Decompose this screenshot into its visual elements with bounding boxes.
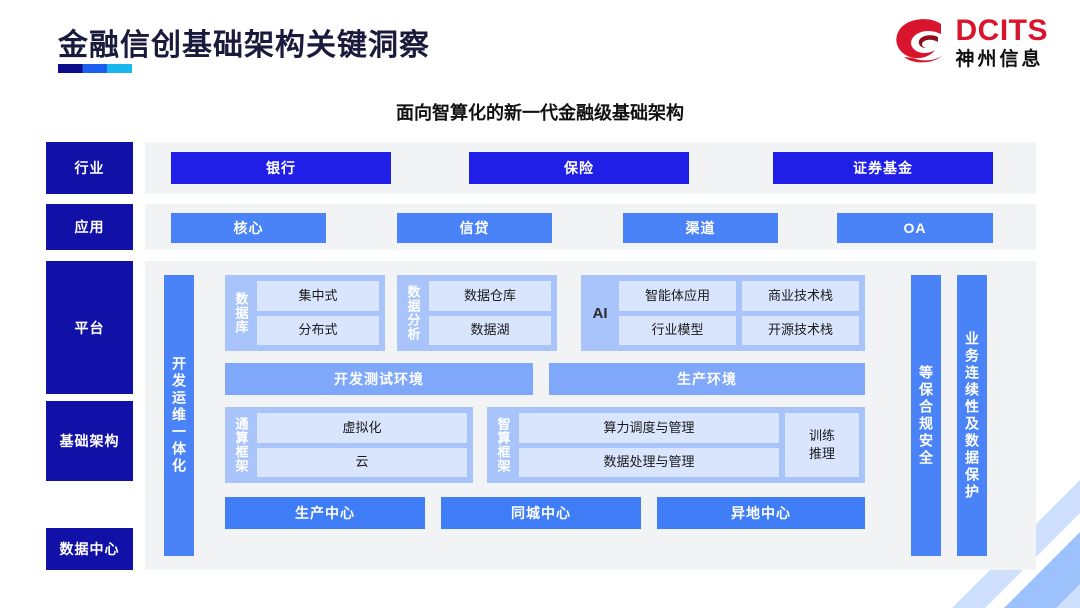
title-accent-bar — [58, 64, 132, 73]
industry-item-securities[interactable]: 证券基金 — [773, 152, 993, 184]
application-item-channel[interactable]: 渠道 — [623, 213, 778, 243]
architecture-diagram: 行业 应用 平台 基础架构 数据中心 银行 保险 证券基金 核心 信贷 渠道 O… — [46, 142, 1036, 570]
slide-header: 金融信创基础架构关键洞察 DCITS 神州信息 — [0, 0, 1080, 88]
ai-item-agent-application[interactable]: 智能体应用 — [619, 281, 736, 311]
diagram-subtitle: 面向智算化的新一代金融级基础架构 — [396, 103, 684, 123]
general-framework-label: 通算框架 — [233, 417, 249, 473]
application-item-oa[interactable]: OA — [837, 213, 993, 243]
analysis-item-warehouse[interactable]: 数据仓库 — [429, 281, 551, 311]
layer-label-datacenter: 数据中心 — [46, 528, 133, 570]
application-item-core[interactable]: 核心 — [171, 213, 326, 243]
sidebar-compliance-security[interactable]: 等保合规安全 — [911, 275, 941, 556]
general-item-cloud[interactable]: 云 — [257, 447, 467, 477]
industry-item-insurance[interactable]: 保险 — [469, 152, 689, 184]
intelligent-item-train-inference[interactable]: 训练推理 — [785, 413, 859, 477]
intelligent-framework-label: 智算框架 — [495, 417, 511, 473]
ai-item-commercial-stack[interactable]: 商业技术栈 — [742, 281, 859, 311]
logo-wordmark-cn: 神州信息 — [955, 49, 1044, 70]
sidebar-continuity-data-protection[interactable]: 业务连续性及数据保护 — [957, 275, 987, 556]
datacenter-item-remote[interactable]: 异地中心 — [657, 497, 865, 529]
general-item-virtualization[interactable]: 虚拟化 — [257, 413, 467, 443]
page-title: 金融信创基础架构关键洞察 — [58, 29, 430, 62]
environment-production[interactable]: 生产环境 — [549, 363, 865, 395]
datacenter-item-production[interactable]: 生产中心 — [225, 497, 425, 529]
application-item-credit[interactable]: 信贷 — [397, 213, 552, 243]
group-ai-label: AI — [592, 304, 608, 322]
analysis-item-lake[interactable]: 数据湖 — [429, 315, 551, 345]
layer-label-platform: 平台 — [46, 261, 133, 394]
group-database: 数据库 集中式 分布式 — [225, 275, 385, 351]
logo-wordmark-en: DCITS — [955, 14, 1048, 47]
sidebar-devops-integration[interactable]: 开发运维一体化 — [164, 275, 194, 556]
layer-label-application: 应用 — [46, 204, 133, 250]
ai-item-industry-model[interactable]: 行业模型 — [619, 315, 736, 345]
database-item-centralized[interactable]: 集中式 — [257, 281, 379, 311]
group-intelligent-compute-framework: 智算框架 算力调度与管理 数据处理与管理 训练推理 — [487, 407, 865, 483]
company-logo: DCITS 神州信息 — [894, 16, 1049, 69]
group-general-compute-framework: 通算框架 虚拟化 云 — [225, 407, 473, 483]
platform-content: 数据库 集中式 分布式 数据分析 数据仓库 数据湖 AI — [225, 275, 895, 556]
layer-label-infrastructure: 基础架构 — [46, 401, 133, 481]
application-row: 核心 信贷 渠道 OA — [145, 204, 1036, 250]
layer-label-industry: 行业 — [46, 142, 133, 194]
group-ai: AI 智能体应用 行业模型 商业技术栈 开源技术栈 — [581, 275, 865, 351]
ai-item-opensource-stack[interactable]: 开源技术栈 — [742, 315, 859, 345]
database-item-distributed[interactable]: 分布式 — [257, 315, 379, 345]
group-data-analysis-label: 数据分析 — [405, 285, 421, 341]
intelligent-item-data-processing[interactable]: 数据处理与管理 — [519, 447, 779, 477]
environment-dev-test[interactable]: 开发测试环境 — [225, 363, 533, 395]
datacenter-item-same-city[interactable]: 同城中心 — [441, 497, 641, 529]
layer-label-column: 行业 应用 平台 基础架构 数据中心 — [46, 142, 133, 570]
dcits-swirl-icon — [895, 18, 943, 62]
group-data-analysis: 数据分析 数据仓库 数据湖 — [397, 275, 557, 351]
intelligent-item-compute-scheduling[interactable]: 算力调度与管理 — [519, 413, 779, 443]
industry-item-bank[interactable]: 银行 — [171, 152, 391, 184]
platform-infrastructure-panel: 开发运维一体化 等保合规安全 业务连续性及数据保护 数据库 集中式 分布式 数据… — [145, 261, 1036, 570]
group-database-label: 数据库 — [233, 292, 249, 334]
industry-row: 银行 保险 证券基金 — [145, 142, 1036, 194]
